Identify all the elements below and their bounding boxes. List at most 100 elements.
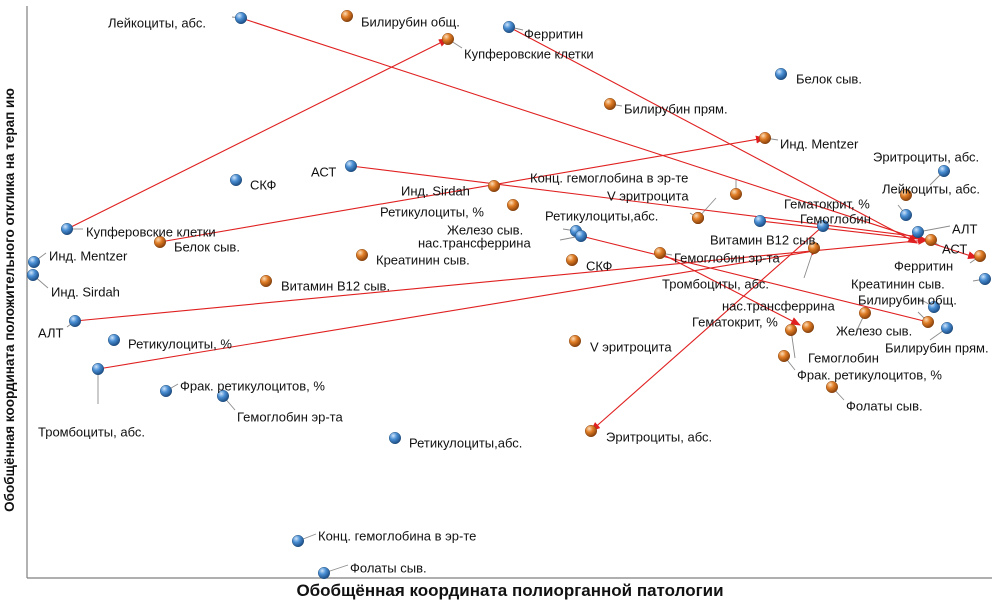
point-label: Инд. Mentzer bbox=[780, 137, 859, 152]
point-label: Конц. гемоглобина в эр-те bbox=[318, 529, 476, 544]
point-b16[interactable] bbox=[318, 567, 331, 580]
point-o4[interactable] bbox=[759, 131, 772, 144]
point-o1[interactable] bbox=[341, 9, 354, 23]
point-b24[interactable] bbox=[979, 273, 992, 286]
point-b20[interactable] bbox=[938, 164, 951, 177]
point-label: АСТ bbox=[942, 242, 967, 257]
point-b12[interactable] bbox=[159, 385, 172, 398]
point-b11[interactable] bbox=[91, 363, 104, 376]
point-b2[interactable] bbox=[503, 21, 516, 34]
point-b9[interactable] bbox=[68, 315, 81, 328]
point-o18[interactable] bbox=[925, 233, 938, 246]
point-o3[interactable] bbox=[604, 97, 617, 110]
point-b21[interactable] bbox=[900, 208, 913, 221]
point-label: Гемоглобин эр-та bbox=[237, 410, 343, 425]
arrow-6 bbox=[159, 135, 766, 243]
point-label: Витамин B12 сыв. bbox=[710, 233, 819, 248]
point-b5[interactable] bbox=[345, 159, 358, 172]
point-label: Лейкоциты, абс. bbox=[108, 16, 206, 31]
point-label: Ретикулоциты, % bbox=[380, 205, 484, 220]
point-label: Фолаты сыв. bbox=[350, 561, 427, 576]
arrow-2 bbox=[240, 17, 978, 260]
point-label: Лейкоциты, абс. bbox=[882, 182, 980, 197]
point-o16[interactable] bbox=[585, 425, 598, 438]
point-b25[interactable] bbox=[928, 301, 941, 314]
point-label: Купферовские клетки bbox=[464, 47, 594, 62]
point-o7[interactable] bbox=[730, 187, 743, 200]
axes bbox=[26, 6, 992, 579]
point-o19[interactable] bbox=[974, 249, 987, 262]
point-label: Конц. гемоглобина в эр-те bbox=[530, 171, 688, 186]
point-label: нас.трансферрина bbox=[722, 299, 835, 314]
point-b26[interactable] bbox=[941, 322, 954, 335]
point-o11[interactable] bbox=[356, 248, 369, 261]
arrow-10 bbox=[659, 252, 801, 326]
arrow-1 bbox=[66, 38, 449, 230]
point-label: V эритроцита bbox=[590, 340, 672, 355]
point-b7[interactable] bbox=[28, 256, 41, 269]
point-label: АЛТ bbox=[952, 222, 977, 237]
point-o2[interactable] bbox=[442, 33, 455, 46]
point-label: Белок сыв. bbox=[174, 240, 240, 255]
point-label: Эритроциты, абс. bbox=[606, 430, 712, 445]
point-label: Витамин B12 сыв. bbox=[281, 279, 390, 294]
point-o9[interactable] bbox=[692, 211, 705, 224]
point-label: Ретикулоциты,абс. bbox=[545, 209, 658, 224]
point-label: Железо сыв. bbox=[447, 223, 523, 238]
point-label: Гематокрит, % bbox=[692, 315, 778, 330]
point-o10[interactable] bbox=[153, 235, 166, 248]
point-labels: Лейкоциты, абс. Билирубин общ. ФерритинКуп… bbox=[38, 15, 989, 576]
point-o23[interactable] bbox=[785, 324, 798, 337]
arrow-7 bbox=[508, 26, 918, 244]
point-o20[interactable] bbox=[808, 241, 821, 254]
point-b6[interactable] bbox=[61, 222, 74, 235]
point-label: АСТ bbox=[311, 165, 336, 180]
point-label: Гемоглобин bbox=[800, 212, 871, 227]
point-label: Билирубин общ. bbox=[361, 15, 460, 30]
point-o13[interactable] bbox=[654, 246, 667, 259]
point-label: Эритроциты, абс. bbox=[873, 150, 979, 165]
point-b3[interactable] bbox=[775, 67, 788, 80]
point-label: Железо сыв. bbox=[836, 324, 912, 339]
point-label: Инд. Sirdah bbox=[401, 184, 470, 199]
point-b14[interactable] bbox=[389, 432, 402, 445]
point-b23[interactable] bbox=[912, 225, 925, 238]
point-o26[interactable] bbox=[826, 381, 839, 394]
point-o24[interactable] bbox=[802, 321, 815, 334]
point-b18[interactable] bbox=[575, 229, 588, 242]
point-o25[interactable] bbox=[778, 350, 791, 363]
point-label: Белок сыв. bbox=[796, 72, 862, 87]
arrow-8 bbox=[580, 235, 933, 325]
point-b19[interactable] bbox=[754, 214, 767, 227]
point-label: Ферритин bbox=[524, 27, 583, 42]
point-o15[interactable] bbox=[569, 335, 582, 348]
point-o5[interactable] bbox=[488, 179, 501, 192]
point-o6[interactable] bbox=[507, 198, 520, 211]
arrow-11 bbox=[759, 220, 928, 243]
point-b15[interactable] bbox=[292, 535, 305, 548]
point-label: Креатинин сыв. bbox=[376, 253, 470, 268]
point-o22[interactable] bbox=[922, 316, 935, 329]
point-b13[interactable] bbox=[216, 390, 229, 403]
point-b1[interactable] bbox=[234, 11, 247, 25]
point-label: Билирубин общ. bbox=[858, 293, 957, 308]
point-o12[interactable] bbox=[566, 253, 579, 266]
point-b8[interactable] bbox=[27, 269, 40, 282]
point-label: Купферовские клетки bbox=[86, 225, 216, 240]
point-label: СКФ bbox=[586, 259, 613, 274]
data-points bbox=[27, 9, 992, 580]
arrow-5 bbox=[97, 247, 821, 370]
y-axis-title: Обобщённая координата положительного отк… bbox=[2, 88, 17, 512]
point-b4[interactable] bbox=[229, 173, 242, 186]
point-o14[interactable] bbox=[260, 275, 273, 288]
point-label: АЛТ bbox=[38, 326, 63, 341]
point-o17[interactable] bbox=[900, 188, 913, 201]
point-o21[interactable] bbox=[859, 307, 872, 320]
point-label: Фрак. ретикулоцитов, % bbox=[797, 368, 942, 383]
point-label: Фрак. ретикулоцитов, % bbox=[180, 379, 325, 394]
point-b22[interactable] bbox=[817, 219, 830, 232]
point-b10[interactable] bbox=[107, 334, 120, 347]
point-label: Креатинин сыв. bbox=[851, 277, 945, 292]
leader-lines bbox=[32, 16, 986, 574]
